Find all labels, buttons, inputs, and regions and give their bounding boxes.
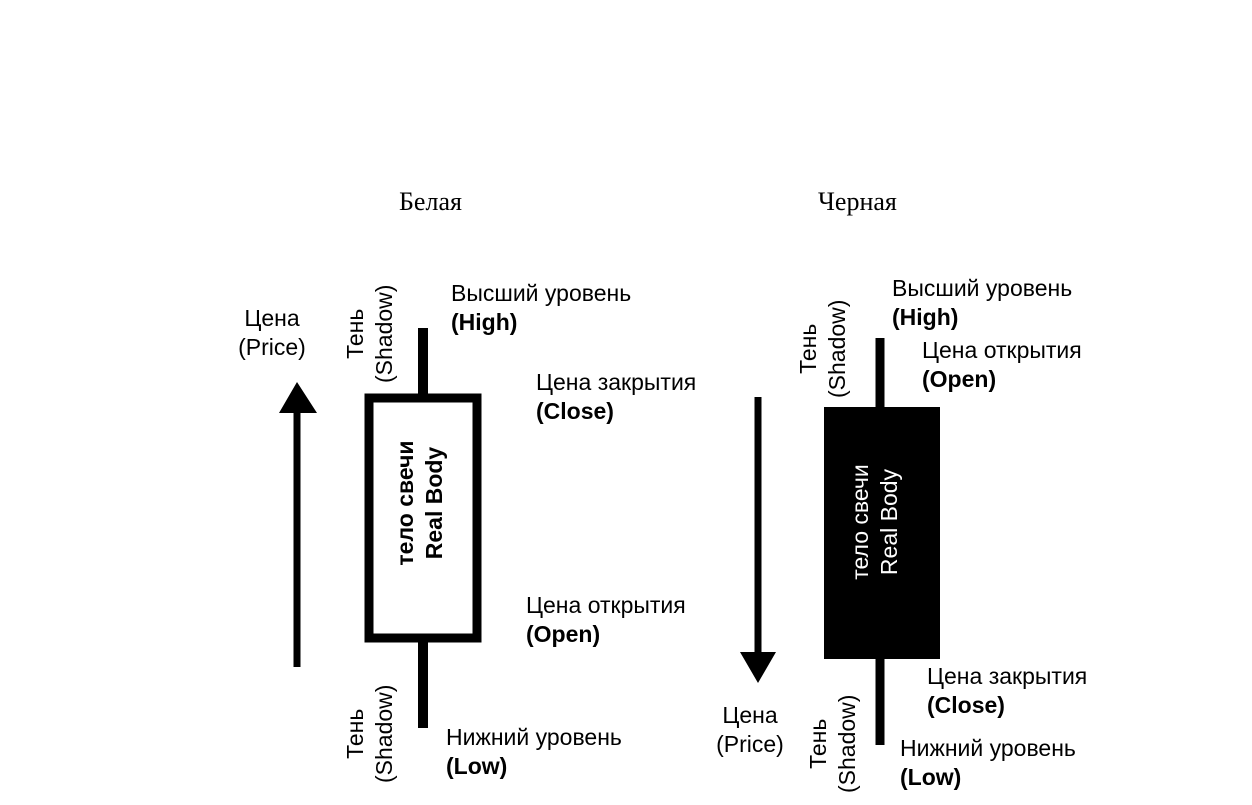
price-label-ru: Цена (722, 702, 778, 728)
black-upper-shadow-label: Тень (Shadow) (794, 300, 852, 398)
low-label-ru: Нижний уровень (900, 735, 1076, 761)
white-price-label: Цена (Price) (222, 304, 322, 362)
body-label-ru: тело свечи (847, 464, 873, 580)
price-label-ru: Цена (244, 305, 300, 331)
white-body-label: тело свечи Real Body (391, 418, 449, 588)
shadow-label-en: (Shadow) (834, 694, 860, 793)
open-label-en: (Open) (526, 621, 601, 647)
high-label-en: (High) (451, 309, 518, 335)
price-down-arrow-head (740, 652, 776, 683)
white-low-label: Нижний уровень (Low) (446, 723, 622, 781)
close-label-ru: Цена закрытия (927, 663, 1088, 689)
low-label-ru: Нижний уровень (446, 724, 622, 750)
close-label-en: (Close) (536, 398, 614, 424)
black-open-label: Цена открытия (Open) (922, 336, 1082, 394)
white-high-label: Высший уровень (High) (451, 279, 631, 337)
shadow-label-en: (Shadow) (824, 299, 850, 398)
black-price-label: Цена (Price) (700, 701, 800, 759)
black-real-body (824, 407, 940, 659)
open-label-en: (Open) (922, 366, 997, 392)
shadow-label-ru: Тень (342, 308, 368, 359)
white-candle-title: Белая (399, 187, 462, 216)
shadow-label-en: (Shadow) (371, 284, 397, 383)
open-label-ru: Цена открытия (526, 592, 686, 618)
price-label-en: (Price) (238, 334, 306, 360)
body-label-ru: тело свечи (392, 440, 418, 566)
black-body-label: тело свечи Real Body (846, 437, 904, 607)
shadow-label-ru: Тень (795, 323, 821, 374)
close-label-ru: Цена закрытия (536, 369, 697, 395)
white-upper-shadow-label: Тень (Shadow) (341, 285, 399, 383)
high-label-en: (High) (892, 304, 959, 330)
high-label-ru: Высший уровень (892, 275, 1073, 301)
price-up-arrow-head (279, 382, 317, 413)
white-lower-shadow-label: Тень (Shadow) (341, 685, 399, 783)
body-label-en: Real Body (421, 446, 447, 560)
black-close-label: Цена закрытия (Close) (927, 662, 1087, 720)
high-label-ru: Высший уровень (451, 280, 632, 306)
price-label-en: (Price) (716, 731, 784, 757)
black-lower-shadow-label: Тень (Shadow) (804, 695, 862, 793)
shadow-label-ru: Тень (342, 708, 368, 759)
black-high-label: Высший уровень (High) (892, 274, 1072, 332)
low-label-en: (Low) (446, 753, 508, 779)
black-low-label: Нижний уровень (Low) (900, 734, 1076, 792)
shadow-label-ru: Тень (805, 718, 831, 769)
low-label-en: (Low) (900, 764, 962, 790)
open-label-ru: Цена открытия (922, 337, 1082, 363)
body-label-en: Real Body (876, 468, 902, 576)
shadow-label-en: (Shadow) (371, 684, 397, 783)
white-open-label: Цена открытия (Open) (526, 591, 686, 649)
white-close-label: Цена закрытия (Close) (536, 368, 696, 426)
close-label-en: (Close) (927, 692, 1005, 718)
white-real-body (364, 393, 482, 643)
black-candle-title: Черная (818, 187, 897, 216)
